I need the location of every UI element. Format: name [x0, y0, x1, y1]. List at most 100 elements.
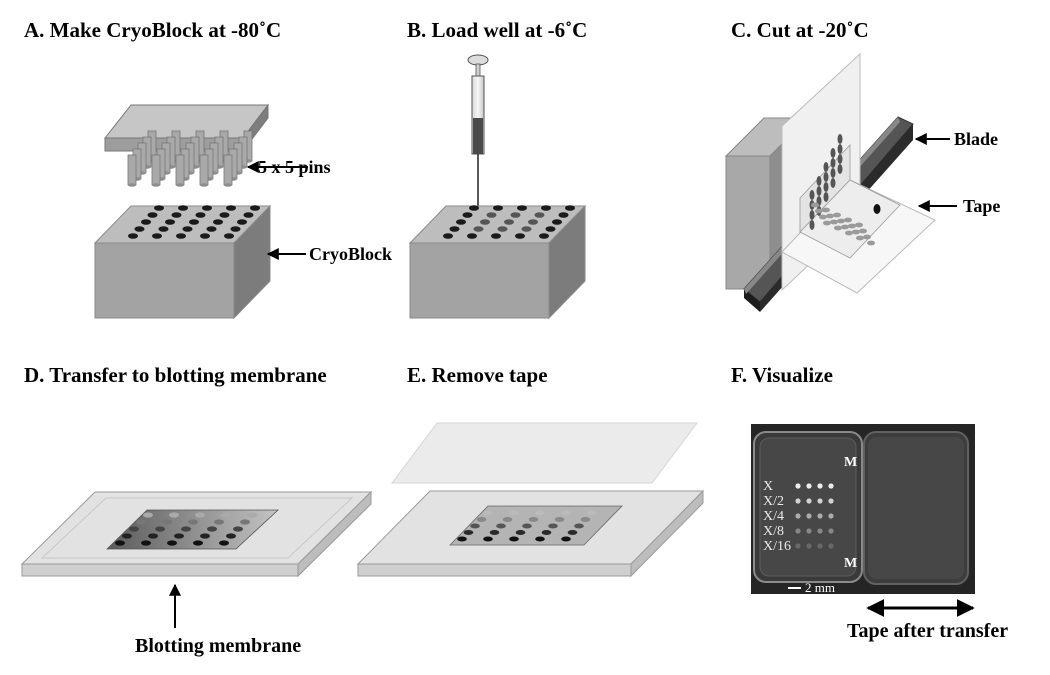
dilution-0: X	[763, 479, 773, 494]
photo-dot	[817, 498, 823, 504]
blot-dot	[155, 526, 165, 532]
dilution-2: X/4	[763, 509, 784, 524]
pins-label: 5 x 5 pins	[258, 157, 331, 177]
cut-well-horizontal	[841, 224, 849, 230]
blot-dot	[476, 517, 487, 522]
blade-label: Blade	[954, 129, 998, 149]
blot-square	[106, 509, 280, 550]
cut-well-horizontal	[856, 235, 864, 241]
panel-c-title: C. Cut at -20˚C	[731, 18, 869, 42]
cut-well-horizontal	[823, 220, 831, 226]
well	[147, 212, 158, 218]
well	[541, 205, 551, 211]
cut-well-vertical	[809, 190, 815, 200]
photo-dot	[806, 528, 812, 534]
panel-d: D. Transfer to blotting membrane Blottin…	[20, 363, 373, 657]
tape-sheet	[781, 52, 936, 294]
well	[141, 219, 151, 225]
marker-top: M	[844, 455, 857, 470]
cut-well-horizontal	[815, 208, 823, 214]
blot-dot	[169, 512, 179, 518]
well	[469, 205, 479, 211]
blot-dot	[496, 523, 506, 529]
photo-dot	[828, 498, 834, 504]
well	[189, 219, 199, 225]
blot-dot	[240, 519, 250, 525]
blot-dots-e	[457, 510, 597, 542]
pin-tip	[176, 183, 184, 187]
pin	[151, 154, 161, 186]
cut-well-vertical	[809, 210, 815, 220]
dilution-4: X/16	[763, 539, 791, 554]
pin-tip	[152, 183, 160, 187]
well	[515, 233, 525, 239]
visualize-photo: M M X X/2 X/4 X/8 X/16 2 mm	[751, 424, 975, 595]
panel-b: B. Load well at -6˚C	[407, 18, 587, 320]
blot-dot	[509, 536, 519, 542]
blot-dot	[561, 536, 571, 542]
well	[171, 212, 182, 218]
photo-dot	[828, 543, 834, 549]
blot-dot	[167, 540, 177, 546]
pin	[199, 154, 209, 186]
blot-dot	[574, 523, 584, 529]
photo-dot	[806, 513, 812, 519]
photo-dot	[806, 543, 812, 549]
blot-dot	[580, 517, 591, 522]
blot-dot	[535, 536, 545, 542]
load-block	[408, 204, 587, 320]
photo-dots	[795, 483, 834, 549]
blot-dot	[141, 540, 151, 546]
blot-dot	[162, 519, 172, 525]
well	[202, 205, 212, 211]
well	[517, 205, 527, 211]
well	[158, 226, 169, 232]
blot-dot	[483, 536, 493, 542]
well	[480, 219, 490, 225]
well	[165, 219, 175, 225]
removed-tape-sheet	[391, 422, 698, 484]
load-block-wells	[443, 205, 575, 239]
cut-well-vertical	[837, 134, 843, 144]
cut-well-horizontal	[822, 207, 830, 213]
photo-dot	[817, 543, 823, 549]
blot-dot	[509, 510, 519, 516]
well	[545, 226, 556, 232]
blot-dot	[247, 512, 257, 518]
blot-dot	[193, 540, 203, 546]
pin-tip	[224, 183, 232, 187]
well	[237, 219, 247, 225]
panel-d-title: D. Transfer to blotting membrane	[24, 363, 327, 387]
pin-tip	[200, 183, 208, 187]
cut-well-vertical	[837, 154, 843, 164]
well	[224, 233, 234, 239]
well	[467, 233, 477, 239]
blot-dot	[535, 510, 545, 516]
well	[243, 212, 254, 218]
cryoblock-wells	[128, 205, 260, 239]
photo-dot	[795, 543, 801, 549]
well	[200, 233, 210, 239]
well	[226, 205, 236, 211]
cut-well-vertical	[816, 176, 822, 186]
well	[510, 212, 521, 218]
blot-dot	[122, 533, 132, 539]
pin-tip	[128, 183, 136, 187]
blot-dot	[195, 512, 205, 518]
well	[486, 212, 497, 218]
cut-well-horizontal	[844, 217, 852, 223]
blot-dot	[226, 533, 236, 539]
well	[195, 212, 206, 218]
well	[497, 226, 508, 232]
well	[504, 219, 514, 225]
blot-dot	[463, 530, 474, 535]
cut-well-vertical	[823, 172, 829, 182]
cut-well-horizontal	[855, 222, 863, 228]
well	[539, 233, 549, 239]
blot-dot	[219, 540, 229, 546]
blot-dot	[143, 512, 153, 518]
well	[558, 212, 569, 218]
blot-dots	[115, 512, 257, 546]
cut-well-horizontal	[826, 213, 834, 219]
dilution-1: X/2	[763, 494, 784, 509]
